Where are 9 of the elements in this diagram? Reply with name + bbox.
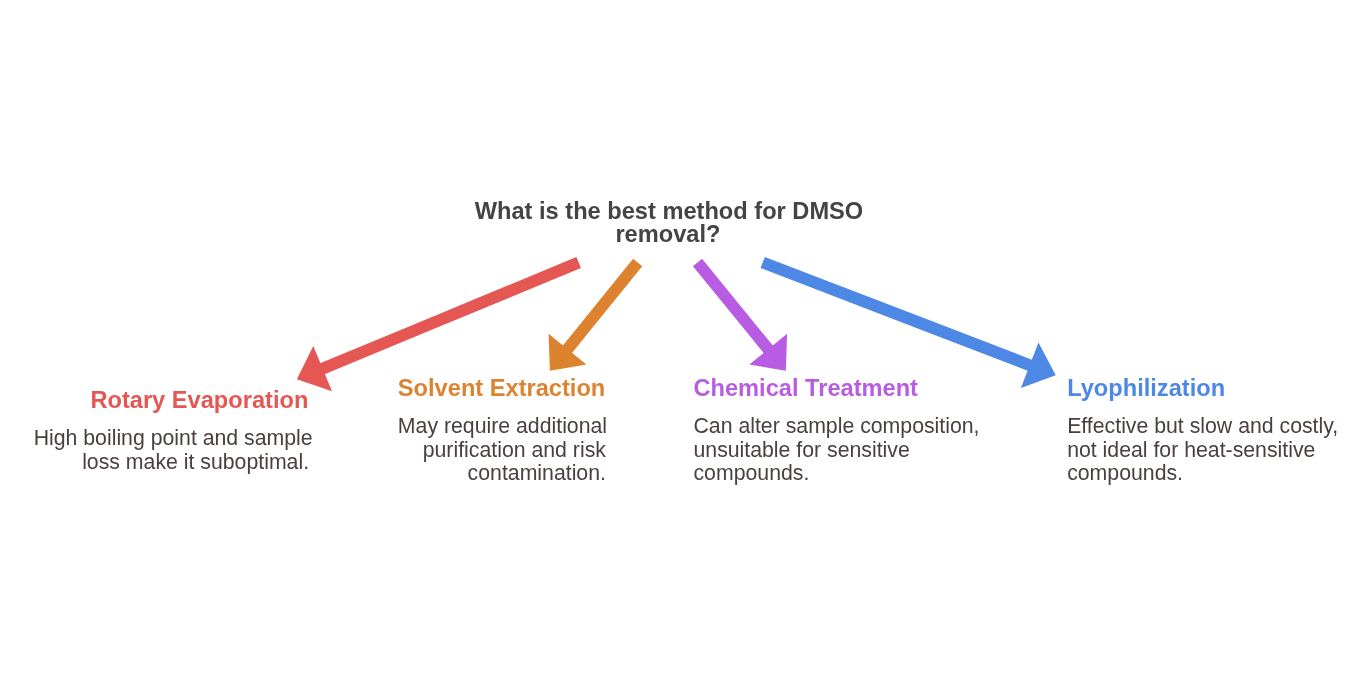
node-text: Chemical Treatment Can alter sample composition, unsuitable for sensitive compounds. (693, 374, 980, 485)
node-text: Solvent Extraction May require additional purification and risk contamination. (397, 374, 608, 485)
node-text: Rotary Evaporation High boiling point and sample loss make it suboptimal. (33, 386, 313, 474)
arrow (548, 258, 643, 371)
arrow (760, 256, 1056, 388)
node-text: What is the best method for DMSO removal? (474, 197, 864, 247)
arrow (296, 256, 581, 391)
node-text: Lyophilization Effective but slow and costly, not ideal for heat-sensitive compounds. (1067, 374, 1339, 485)
arrow (692, 258, 788, 371)
